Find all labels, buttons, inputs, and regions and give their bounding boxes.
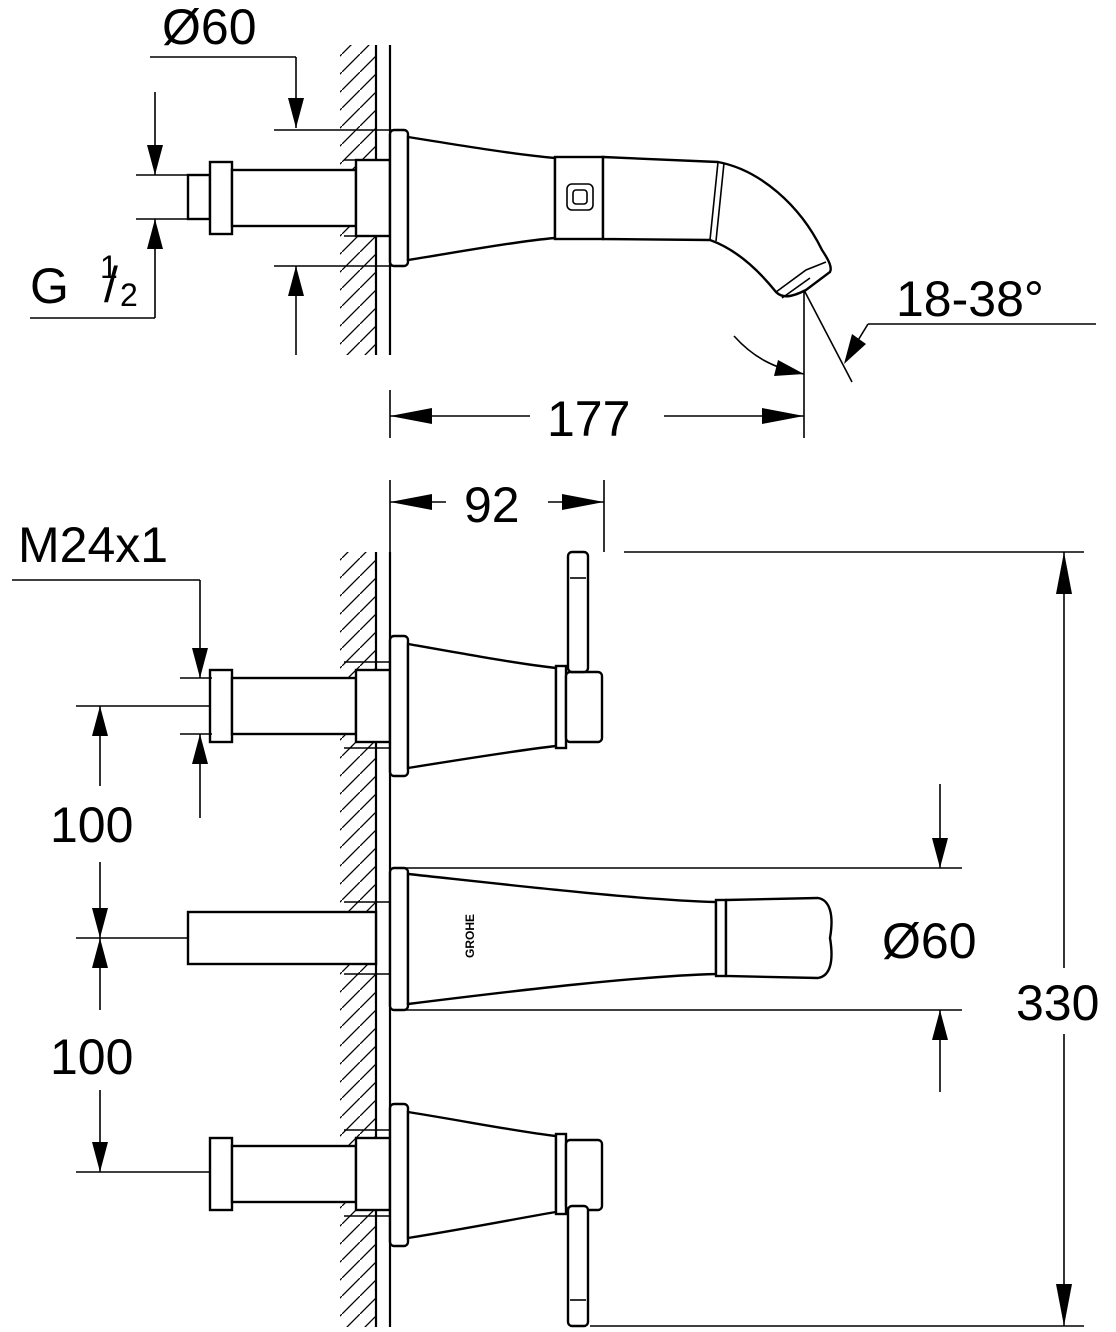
- front-diameter-dimension: Ø60: [392, 784, 977, 1092]
- offset-label: 92: [464, 477, 520, 533]
- top-thread-dimension: G 1 / 2: [30, 92, 200, 319]
- center-spout: GROHE: [186, 866, 833, 1012]
- spout-body: [388, 128, 832, 299]
- top-diameter-dimension: Ø60: [150, 0, 392, 355]
- offset-dimension: 92: [389, 477, 605, 552]
- front-view: 92 M24x1: [12, 477, 1099, 1328]
- lower-handle-valve: [208, 1102, 604, 1328]
- thread-label-front: M24x1: [18, 517, 168, 573]
- top-thread-numerator: 1: [100, 249, 118, 285]
- top-diameter-label: Ø60: [162, 0, 257, 55]
- spout-connector-pipe: [186, 158, 392, 238]
- top-angle-dimension: 18-38°: [733, 271, 1096, 438]
- front-diameter-label: Ø60: [882, 913, 977, 969]
- spacing-lower-label: 100: [50, 1029, 133, 1085]
- top-thread-label: G: [30, 258, 69, 314]
- top-thread-slash: /: [104, 257, 118, 313]
- upper-handle-valve: [208, 550, 604, 778]
- height-dimension: 330: [590, 551, 1099, 1327]
- brand-mark: GROHE: [463, 914, 477, 958]
- top-angle-label: 18-38°: [896, 271, 1044, 327]
- spacing-upper-label: 100: [50, 797, 133, 853]
- top-thread-denominator: 2: [120, 277, 138, 313]
- spacing-dimension: 100 100: [50, 705, 210, 1173]
- top-length-label: 177: [547, 391, 630, 447]
- top-length-dimension: 177: [389, 390, 804, 447]
- spout-side-view: Ø60 G 1 / 2 18-38°: [30, 0, 1096, 447]
- height-label: 330: [1016, 975, 1099, 1031]
- thread-dimension-front: M24x1: [12, 517, 212, 818]
